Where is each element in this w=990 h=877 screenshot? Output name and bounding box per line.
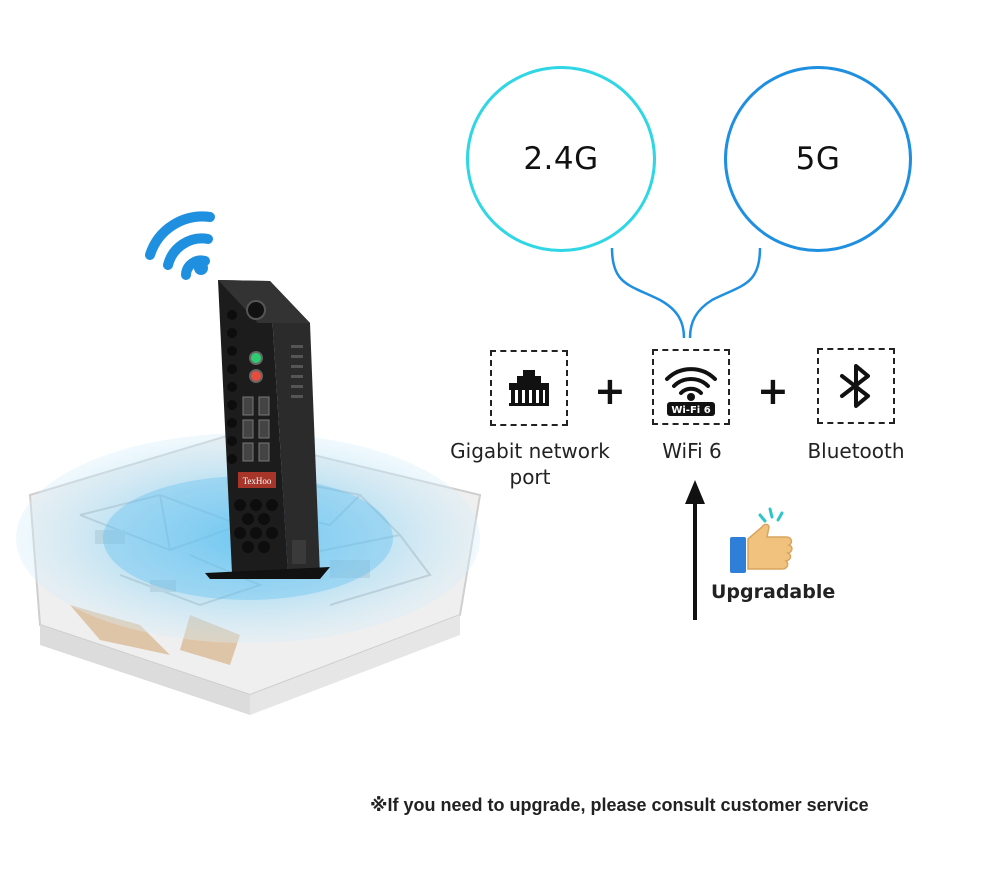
lan-label: Gigabit network port [450,439,610,489]
mini-pc-device: TexHoo [205,280,330,579]
ethernet-port-icon [509,370,549,406]
wifi-6-icon: Wi-Fi 6 [665,367,717,416]
band-2-4g-label: 2.4G [523,141,599,177]
band-5g-circle: 5G [724,66,912,252]
brand-label: TexHoo [243,476,272,486]
product-scene: TexHoo [16,211,482,715]
wifi-signal-icon [145,211,215,280]
band-connector-lines [610,247,762,339]
band-2-4g-circle: 2.4G [466,66,656,252]
wifi-feature-box: Wi-Fi 6 [652,349,730,425]
plus-sign: + [594,369,626,413]
lan-feature-box [490,350,568,426]
upgrade-footnote: ※If you need to upgrade, please consult … [370,795,869,815]
bluetooth-icon [840,364,870,408]
wifi-6-badge: Wi-Fi 6 [671,405,710,416]
upgrade-arrow-icon [685,480,705,620]
bluetooth-feature-box [817,348,895,424]
power-button-icon [246,300,266,320]
bluetooth-label: Bluetooth [807,439,905,463]
upgradable-label: Upgradable [711,581,836,603]
plus-sign: + [757,369,789,413]
wifi-label: WiFi 6 [662,439,722,463]
band-5g-label: 5G [795,141,841,177]
thumbs-up-icon [730,507,793,573]
